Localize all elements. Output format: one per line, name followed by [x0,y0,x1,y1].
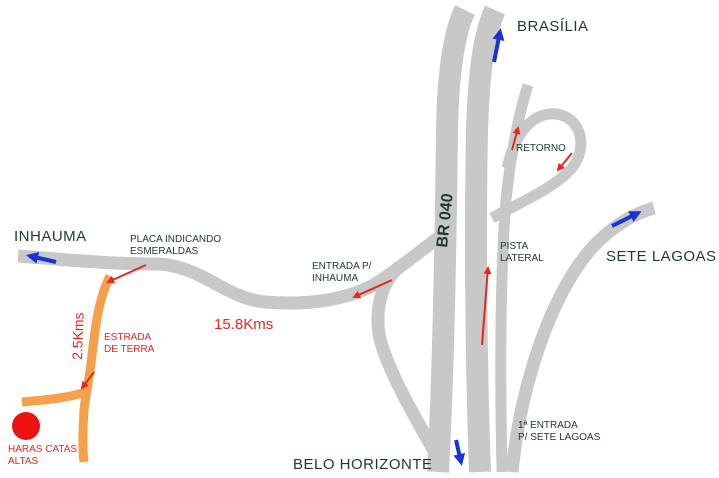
inhauma-road [17,232,442,310]
route-arrow-retorno-down [556,152,573,172]
dirt-road-label-line2: DE TERRA [104,344,155,355]
destination-label: HARAS CATAS ALTAS [8,444,77,468]
dirt-road-label: ESTRADA DE TERRA [104,332,154,356]
primeira-entrada-note: 1ª ENTRADA P/ SETE LAGOAS [518,420,600,444]
dirt-road-label-line1: ESTRADA [104,332,152,343]
pista-lateral-road [495,83,534,473]
route-arrow-dirt [80,371,95,390]
placa-note-line2: ESMERALDAS [130,246,199,257]
entrada-note-line2: INHAUMA [312,273,359,284]
destination-label-line2: ALTAS [8,456,39,467]
pista-note-line1: PISTA [500,241,529,252]
dirt-road-main [78,273,115,463]
brasilia-label: BRASÍLIA [517,18,589,35]
inhauma-direction-arrow [26,251,57,264]
retorno-note: RETORNO [516,143,566,154]
placa-note-line1: PLACA INDICANDO [130,234,222,245]
br040-road-left [427,5,476,473]
brasilia-direction-arrow [492,28,505,63]
entrada-note-line1: ENTRADA P/ [312,261,372,272]
belo-horizonte-direction-arrow [453,439,466,466]
route-arrow-entrada [352,279,393,299]
placa-note: PLACA INDICANDO ESMERALDAS [130,234,221,258]
dirt-distance-label: 2.5Kms [69,312,87,360]
main-distance-label: 15.8Kms [214,316,274,333]
pista-note-line2: LATERAL [500,253,544,264]
br040-road-right [465,5,506,473]
pista-note: PISTA LATERAL [500,241,544,265]
destination-marker [12,412,40,440]
entrada-note: ENTRADA P/ INHAUMA [312,261,371,285]
primeira-entrada-line1: 1ª ENTRADA [518,420,578,431]
inhauma-label: INHAUMA [14,228,87,245]
ramp-loop-road [371,261,446,466]
sete-lagoas-label: SETE LAGOAS [606,248,717,265]
route-arrow-pista [481,266,492,346]
dirt-road-branch [21,387,88,407]
destination-label-line1: HARAS CATAS [8,444,78,455]
route-arrow-retorno-up [511,126,521,151]
retorno-road [489,108,587,223]
primeira-entrada-line2: P/ SETE LAGOAS [518,432,601,443]
sete-lagoas-direction-arrow [611,211,642,228]
br040-label: BR 040 [434,193,457,249]
route-arrow-placa [106,264,147,284]
belo-horizonte-label: BELO HORIZONTE [293,456,433,473]
